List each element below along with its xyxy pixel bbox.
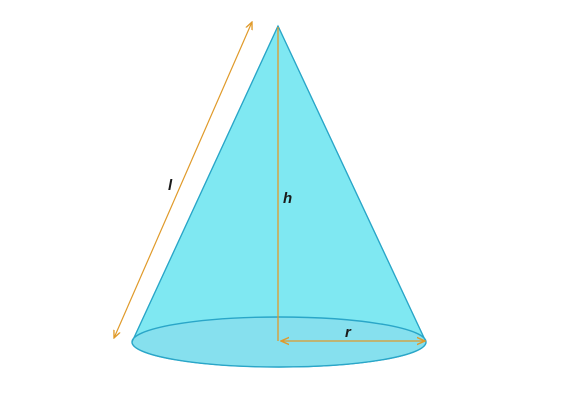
cone-base <box>131 316 427 368</box>
slant-height-label: l <box>168 177 173 194</box>
radius-label: r <box>345 324 352 341</box>
cone-right-edge <box>277 25 427 343</box>
height-label: h <box>283 190 292 207</box>
slant-height-arrow <box>114 22 252 338</box>
